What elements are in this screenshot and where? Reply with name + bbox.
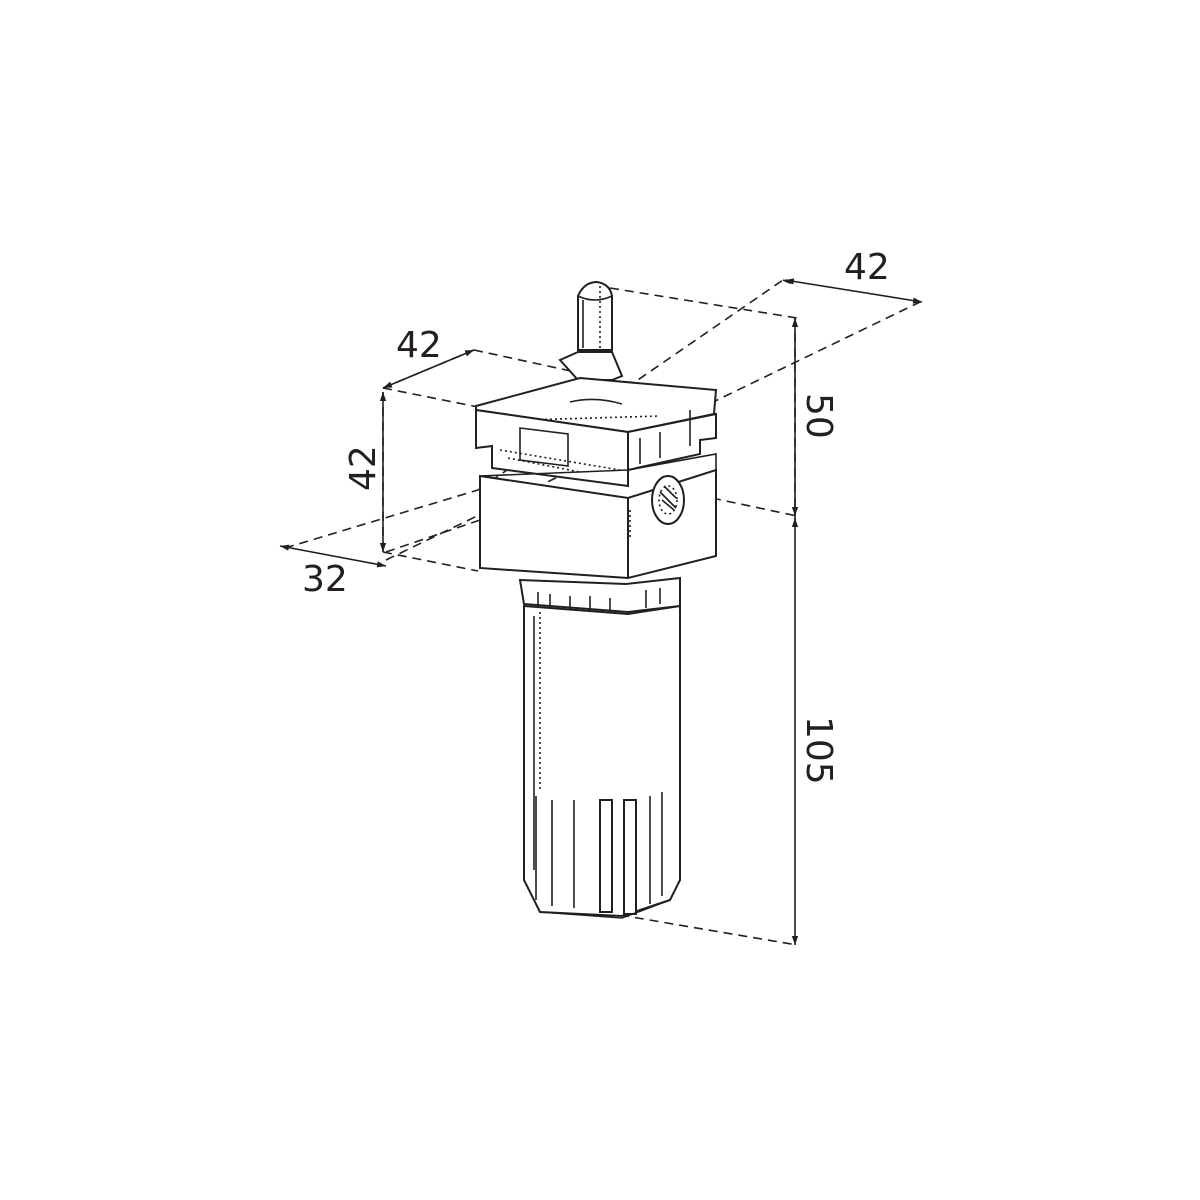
label-lower-height: 105 [798,716,839,785]
label-left-depth: 32 [302,559,348,600]
dimension-labels: 42 42 42 32 50 105 [302,247,890,785]
label-top-right-width: 42 [844,247,890,288]
label-top-left-width: 42 [396,325,442,366]
regulator-body [475,280,718,919]
dim-top-left [382,349,475,389]
dimension-lines [279,278,923,945]
label-upper-height: 50 [798,393,839,439]
dim-top-right [784,278,923,304]
dim-left-depth [279,544,387,568]
label-left-height: 42 [343,445,384,491]
